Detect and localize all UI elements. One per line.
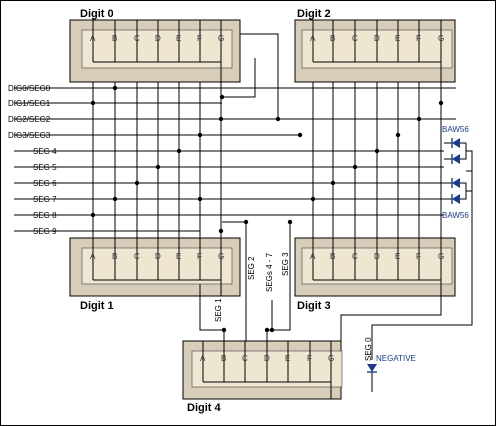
baw56-bottom-diode-b — [452, 194, 460, 204]
baw56-top-diode-a — [452, 138, 460, 148]
segment-pin-label: F — [197, 252, 202, 261]
digit-1-window — [81, 247, 233, 285]
signal-dig0-seg0: DIG0/SEG0 — [8, 84, 51, 93]
signal-seg4: SEG 4 — [33, 147, 57, 156]
digit-3-common-wire — [340, 296, 442, 370]
segment-pin-label: D — [155, 34, 161, 43]
junction-dot — [287, 219, 293, 225]
label-seg2: SEG 2 — [247, 256, 256, 280]
label-seg3: SEG 3 — [281, 252, 290, 276]
signal-dig2-seg2: DIG2/SEG2 — [8, 115, 51, 124]
cross-wire — [222, 58, 256, 98]
junction-dot — [176, 148, 182, 154]
baw56-bottom-diode-a — [452, 178, 460, 188]
junction-dot — [352, 164, 358, 170]
segment-pin-label: F — [416, 34, 421, 43]
junction-dot — [218, 116, 224, 122]
segment-pin-label: D — [264, 354, 270, 363]
segment-pin-label: A — [90, 34, 96, 43]
segment-pin-label: E — [176, 252, 181, 261]
label-seg1: SEG 1 — [214, 298, 223, 322]
signal-seg5: SEG 5 — [33, 163, 57, 172]
junction-dot — [264, 327, 270, 333]
junction-dot — [90, 100, 96, 106]
signal-seg7: SEG 7 — [33, 195, 57, 204]
segment-pin-label: C — [134, 34, 140, 43]
segment-pin-label: E — [285, 354, 290, 363]
segment-pin-label: C — [352, 252, 358, 261]
junction-dot — [416, 116, 422, 122]
label-segs4-7: SEGs 4 - 7 — [265, 252, 274, 292]
segment-pin-label: D — [155, 252, 161, 261]
digit-1-title: Digit 1 — [80, 300, 114, 312]
segment-pin-label: D — [374, 34, 380, 43]
junction-dot — [221, 327, 227, 333]
segment-pin-label: B — [112, 34, 117, 43]
segment-pin-label: B — [330, 34, 335, 43]
signal-seg8: SEG 8 — [33, 211, 57, 220]
segment-pin-label: E — [395, 34, 400, 43]
digit-3-title: Digit 3 — [297, 300, 331, 312]
baw56-top-diode-b — [452, 154, 460, 164]
segment-pin-label: G — [218, 252, 224, 261]
junction-dot — [243, 219, 249, 225]
digit-4-title: Digit 4 — [187, 402, 221, 414]
segment-pin-label: F — [416, 252, 421, 261]
segment-pin-label: G — [218, 34, 224, 43]
junction-dot — [197, 132, 203, 138]
junction-dot — [438, 100, 444, 106]
cross-wire — [222, 33, 279, 120]
junction-dot — [269, 327, 275, 333]
signal-seg9: SEG 9 — [33, 227, 57, 236]
segment-pin-label: A — [200, 354, 206, 363]
segment-pin-label: A — [90, 252, 96, 261]
segment-pin-label: C — [134, 252, 140, 261]
segment-pin-label: E — [395, 252, 400, 261]
junction-dot — [90, 212, 96, 218]
signal-dig1-seg1: DIG1/SEG1 — [8, 99, 51, 108]
negative-wire — [371, 171, 473, 360]
junction-dot — [297, 132, 303, 138]
junction-dot — [374, 148, 380, 154]
diode-label-top: BAW56 — [442, 125, 469, 134]
negative-label: NEGATIVE — [376, 354, 416, 363]
junction-dot — [275, 116, 281, 122]
signal-dig3-seg3: DIG3/SEG3 — [8, 131, 51, 140]
label-seg0: SEG 0 — [364, 337, 373, 361]
segment-pin-label: B — [330, 252, 335, 261]
junction-dot — [219, 94, 225, 100]
segment-pin-label: G — [328, 354, 334, 363]
junction-dot — [134, 180, 140, 186]
junction-dot — [197, 196, 203, 202]
segment-pin-label: B — [112, 252, 117, 261]
segment-pin-label: E — [176, 34, 181, 43]
segment-pin-label: A — [310, 252, 316, 261]
segment-pin-label: F — [307, 354, 312, 363]
junction-dot — [218, 228, 224, 234]
junction-dot — [112, 85, 118, 91]
negative-diode — [367, 364, 377, 372]
diode-label-bottom: BAW56 — [442, 211, 469, 220]
segment-pin-label: G — [438, 34, 444, 43]
segment-pin-label: B — [221, 354, 226, 363]
segment-pin-label: G — [438, 252, 444, 261]
diode-common-wire — [466, 150, 473, 172]
seg3-wire — [266, 222, 291, 341]
digit-2-title: Digit 2 — [297, 8, 331, 20]
segment-pin-label: D — [374, 252, 380, 261]
junction-dot — [395, 132, 401, 138]
junction-dot — [155, 164, 161, 170]
junction-dot — [112, 196, 118, 202]
junction-dot — [330, 180, 336, 186]
junction-dot — [310, 196, 316, 202]
signal-seg6: SEG 6 — [33, 179, 57, 188]
segment-pin-label: F — [197, 34, 202, 43]
segment-pin-label: A — [310, 34, 316, 43]
digit-0-title: Digit 0 — [80, 8, 114, 20]
segment-pin-label: C — [242, 354, 248, 363]
segment-pin-label: C — [352, 34, 358, 43]
